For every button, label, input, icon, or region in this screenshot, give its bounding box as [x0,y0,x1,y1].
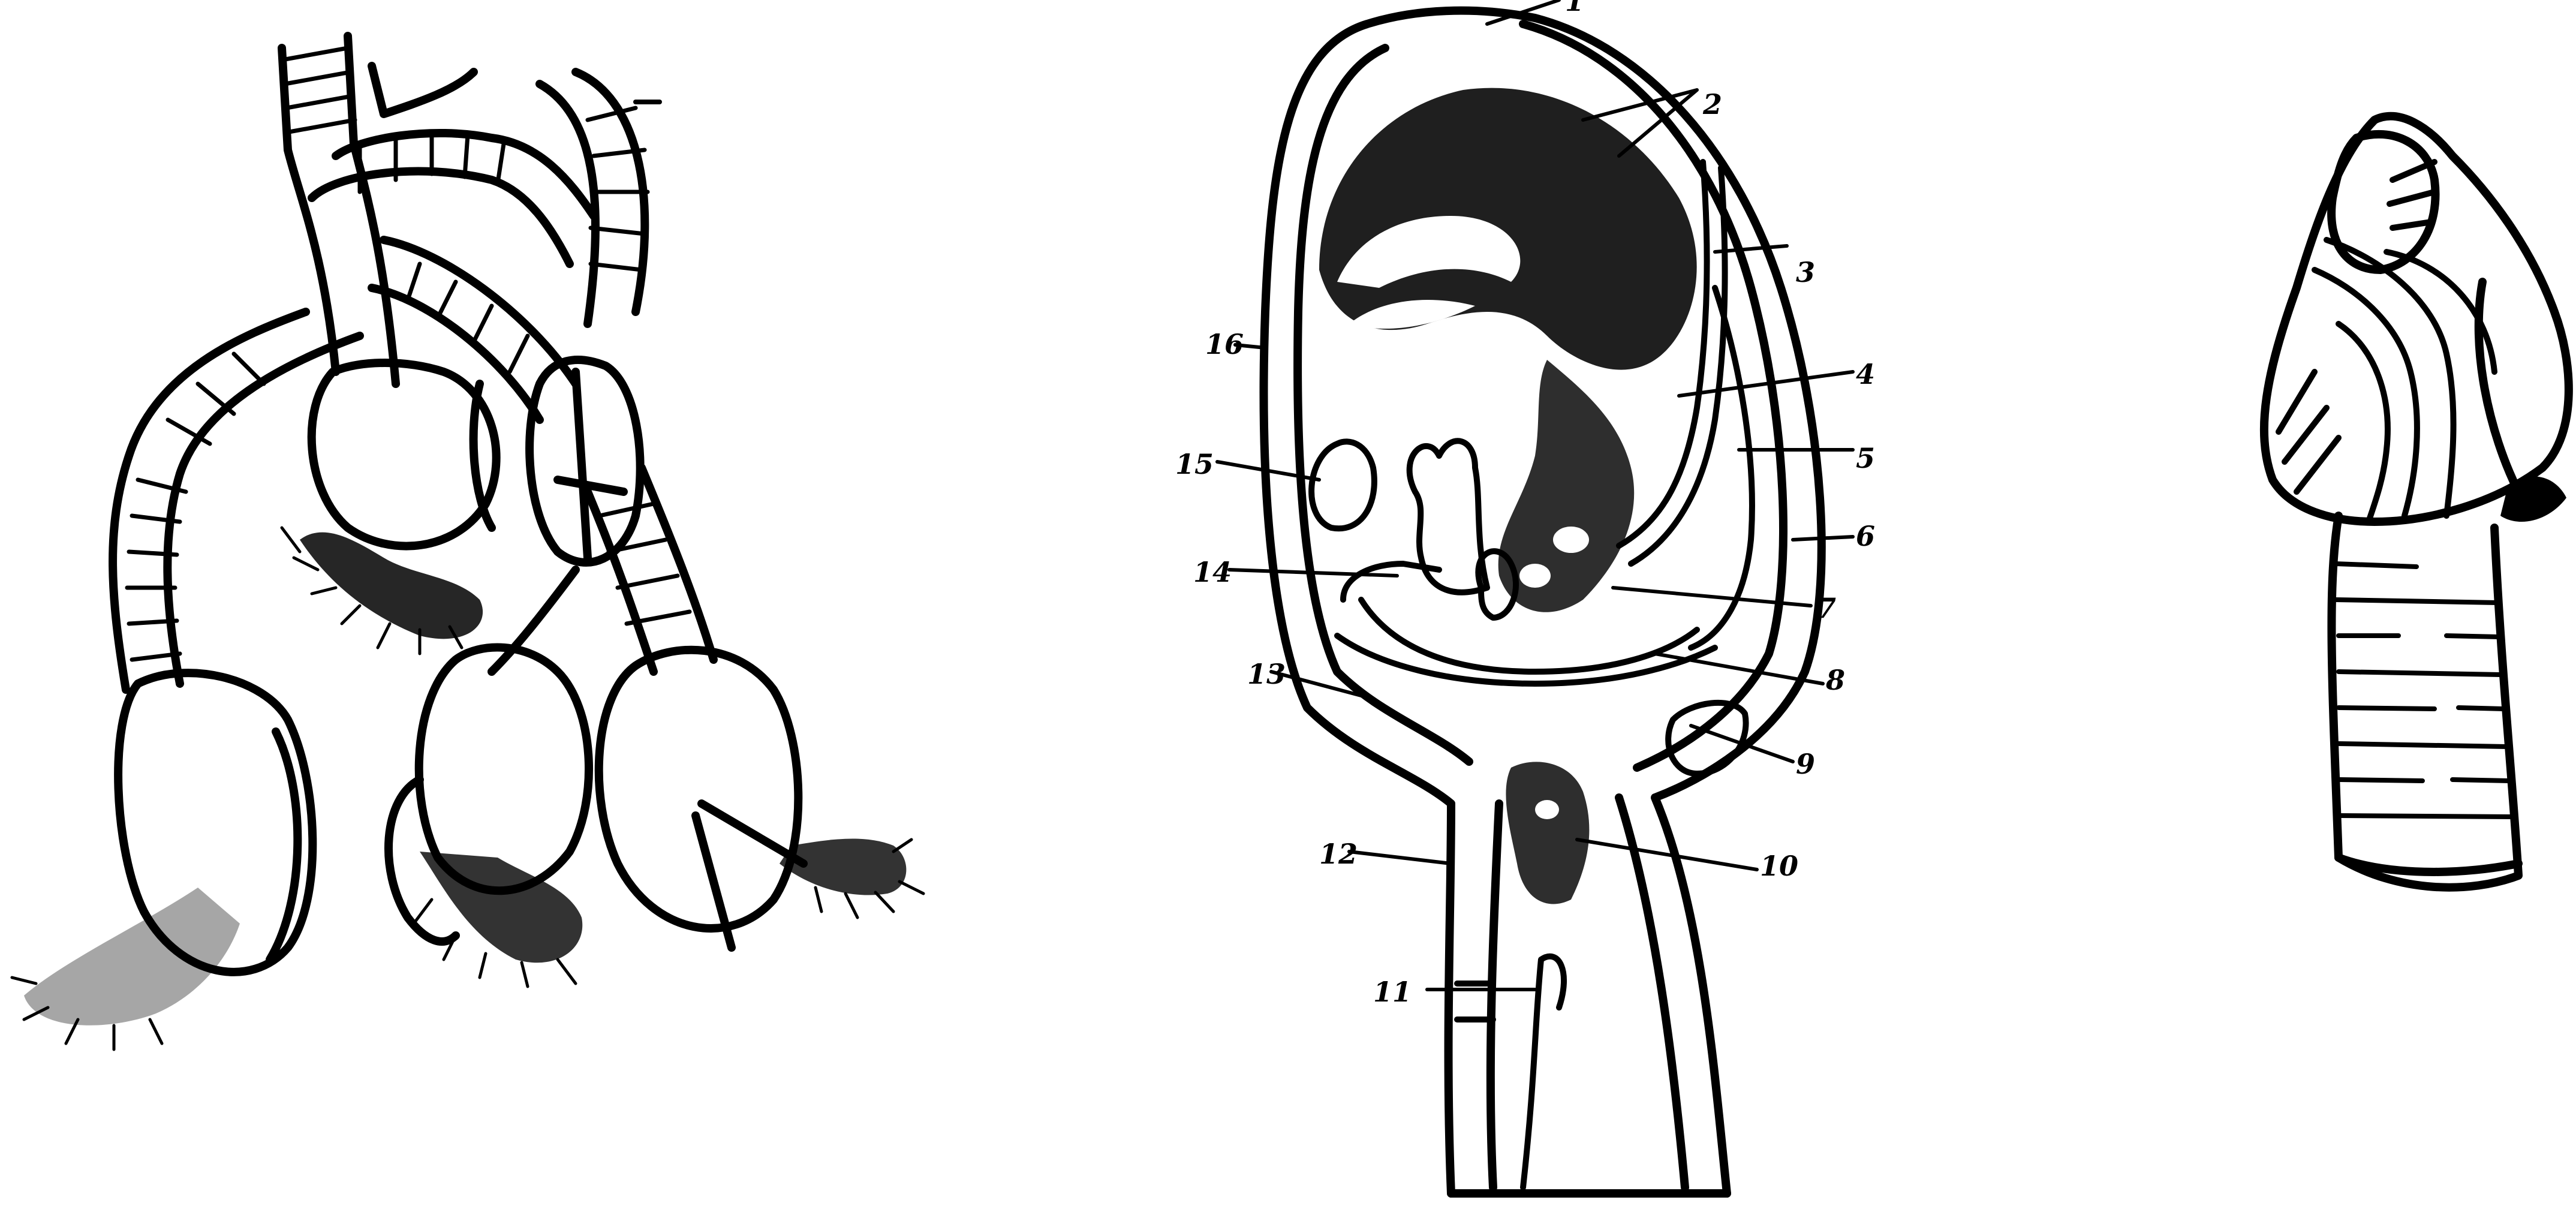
barnacle-cluster-drawing [12,36,923,1049]
cirri-tufts [24,533,906,1025]
label-15: 15 [1175,448,1214,480]
label-5: 5 [1856,442,1875,474]
single-stalk-annulations [2336,564,2512,817]
leader-12 [1349,852,1451,864]
label-13: 13 [1247,658,1286,690]
label-3: 3 [1796,256,1815,288]
leader-8 [1655,654,1823,684]
label-8: 8 [1825,664,1845,696]
leader-9 [1691,726,1793,762]
single-shell-growth-lines [2279,162,2494,522]
label-7: 7 [1817,592,1836,624]
label-9: 9 [1796,748,1815,780]
label-11: 11 [1373,976,1412,1008]
leader-10 [1577,840,1757,870]
label-2: 2 [1702,88,1722,121]
label-4: 4 [1856,358,1875,390]
label-16: 16 [1205,328,1244,360]
leader-6 [1793,537,1853,540]
barnacle-section-drawing: 1 2 3 4 5 6 7 8 9 10 11 12 13 14 15 16 [1175,0,1875,1193]
single-barnacle-drawing [2264,116,2569,888]
single-stalk [2331,516,2518,888]
label-6: 6 [1856,520,1875,552]
label-10: 10 [1760,850,1798,882]
label-1: 1 [1565,0,1584,17]
label-14: 14 [1193,556,1232,588]
label-12: 12 [1319,838,1358,870]
